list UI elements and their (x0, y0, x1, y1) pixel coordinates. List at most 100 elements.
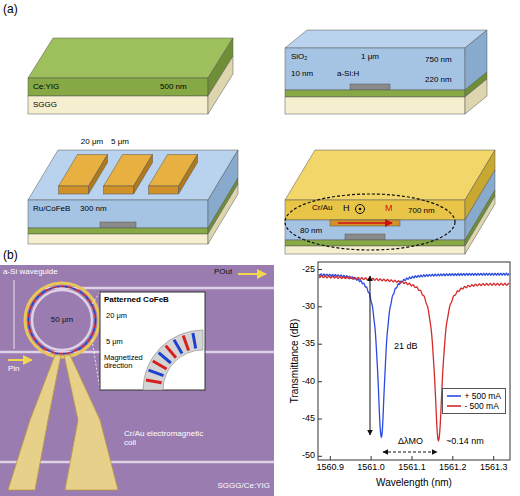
field-out-dot (359, 208, 362, 211)
axis-tick-label: 1561.3 (480, 463, 508, 473)
annotation: ΔλMO (398, 437, 423, 447)
dimension-label: 750 nm (425, 56, 452, 65)
cofeb-bar (59, 186, 89, 194)
ce-yig-layer (28, 78, 208, 96)
top-face (28, 150, 238, 200)
output-arrow (238, 273, 266, 275)
inset-title: Patterned CoFeB (104, 296, 169, 305)
legend-line-sample (447, 403, 461, 409)
axis-tick-label: -30 (302, 302, 315, 312)
spectrum-curves (319, 273, 509, 440)
axis-tick-label: -45 (302, 414, 315, 424)
layer-stack (28, 150, 238, 244)
dimension-label: 50 μm (51, 316, 73, 325)
legend-text: - 500 mA (464, 401, 499, 411)
layer-stack (285, 30, 487, 114)
bar-blue (159, 353, 171, 363)
zoom-line (92, 340, 100, 390)
axis-tick-label: 1561.1 (398, 463, 426, 473)
tick (318, 306, 322, 307)
legend-entry: - 500 mA (447, 401, 501, 411)
spectrum-minus-500ma (319, 276, 509, 441)
dimension-label: 10 nm (291, 70, 313, 79)
layer-label: a-Si:H (337, 70, 359, 79)
annotation: 21 dB (394, 342, 418, 352)
spectrum-plot (318, 262, 510, 460)
axis-tick-label: -25 (302, 265, 315, 275)
tick (371, 456, 372, 460)
cofeb-bar (179, 155, 198, 195)
layer-label: Ru/CoFeB (33, 205, 70, 214)
dimension-label: 500 nm (160, 83, 187, 92)
dimension-label: 5 μm (111, 138, 129, 147)
magnetization-arrow (338, 222, 392, 224)
input-arrow (8, 359, 32, 361)
sggg-substrate (28, 234, 208, 244)
side-face (465, 79, 487, 114)
field-out-symbol (356, 205, 365, 214)
part-label: a-Si waveguide (3, 268, 58, 277)
depth-arrow (370, 276, 371, 435)
dimension-label: 20 μm (106, 312, 127, 320)
field-out-circle (356, 205, 365, 214)
cofeb-bar (149, 186, 179, 194)
top-face (285, 150, 495, 200)
plot-frame (318, 262, 510, 460)
legend-line (447, 395, 461, 397)
ring-resonator (32, 290, 92, 350)
leader-line (14, 280, 15, 349)
dimension-label: 300 nm (80, 205, 107, 214)
highlight-ellipse (285, 194, 455, 250)
field-label: H (343, 204, 350, 214)
cr-au-layer (285, 200, 465, 220)
magnetization-label: M (385, 204, 393, 214)
inset-box (100, 292, 205, 390)
side-face (465, 196, 495, 254)
tick (318, 344, 322, 345)
tick (452, 456, 453, 460)
spectrum-plus-500ma (319, 273, 509, 437)
tick (318, 381, 322, 382)
axis-tick-label: 1561.2 (439, 463, 467, 473)
legend-entry: + 500 mA (447, 391, 501, 401)
panel-label: (a) (3, 3, 18, 16)
micrograph-ground (0, 265, 274, 496)
tick (318, 456, 322, 457)
sio2-layer (285, 220, 465, 240)
layer-label: SiO₂ (291, 53, 307, 62)
legend: + 500 mA- 500 mA (442, 388, 506, 414)
dimension-label: 5 μm (106, 338, 123, 346)
bar-blue (149, 370, 164, 375)
axis-tick-label: 1560.9 (317, 463, 345, 473)
side-face (208, 178, 238, 234)
dimension-label: 700 nm (408, 207, 435, 216)
sio2-layer (28, 200, 208, 228)
legend-line (447, 405, 461, 407)
micrograph (0, 265, 274, 496)
tick (318, 419, 322, 420)
inset-ring-arc (143, 330, 203, 390)
cofeb-pattern (29, 287, 96, 354)
inset-note: Magnetized direction (104, 354, 144, 371)
axis-title: Transmittance (dB) (289, 319, 300, 404)
bar-blue (193, 333, 196, 349)
top-face (28, 38, 233, 78)
cofeb-bar (330, 220, 400, 226)
tick (330, 456, 331, 460)
annotation: ~0.14 nm (446, 437, 484, 447)
sio2-layer (285, 48, 465, 90)
bar-red (146, 380, 162, 383)
axis-title: Wavelength (nm) (376, 477, 452, 488)
dimension-label: 80 nm (300, 227, 322, 236)
dimension-label: 220 nm (425, 76, 452, 85)
axis-tick-label: -35 (302, 339, 315, 349)
top-face (285, 30, 487, 48)
shift-arrow (383, 452, 437, 453)
ce-yig-layer (285, 90, 465, 97)
magnetized-bars (146, 333, 196, 383)
a-si-waveguide (345, 234, 385, 240)
layer-stack (285, 150, 495, 254)
